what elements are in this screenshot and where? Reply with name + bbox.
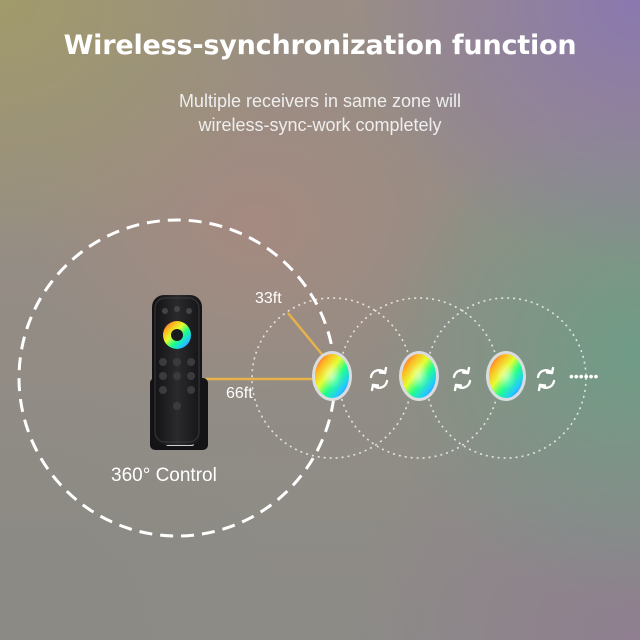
page-subtitle: Multiple receivers in same zone will wir… xyxy=(0,89,640,137)
receiver-range-circle-3 xyxy=(425,297,587,459)
receiver-light-2-icon xyxy=(399,351,439,401)
control-label: 360° Control xyxy=(111,465,217,486)
range-line-33ft xyxy=(287,312,326,359)
receiver-light-3-icon xyxy=(486,351,526,401)
sync-icon xyxy=(369,366,389,392)
range-label-66ft: 66ft xyxy=(226,385,253,402)
range-label-33ft: 33ft xyxy=(255,290,282,307)
subtitle-line-2: wireless-sync-work completely xyxy=(198,115,442,135)
receiver-light-1-icon xyxy=(312,351,352,401)
sync-icon xyxy=(536,366,556,392)
page-title: Wireless-synchronization function xyxy=(63,30,577,61)
remote-control-icon xyxy=(152,295,202,445)
sync-icon xyxy=(452,366,472,392)
subtitle-line-1: Multiple receivers in same zone will xyxy=(178,91,462,111)
more-receivers-dots: •••••• xyxy=(569,368,599,384)
